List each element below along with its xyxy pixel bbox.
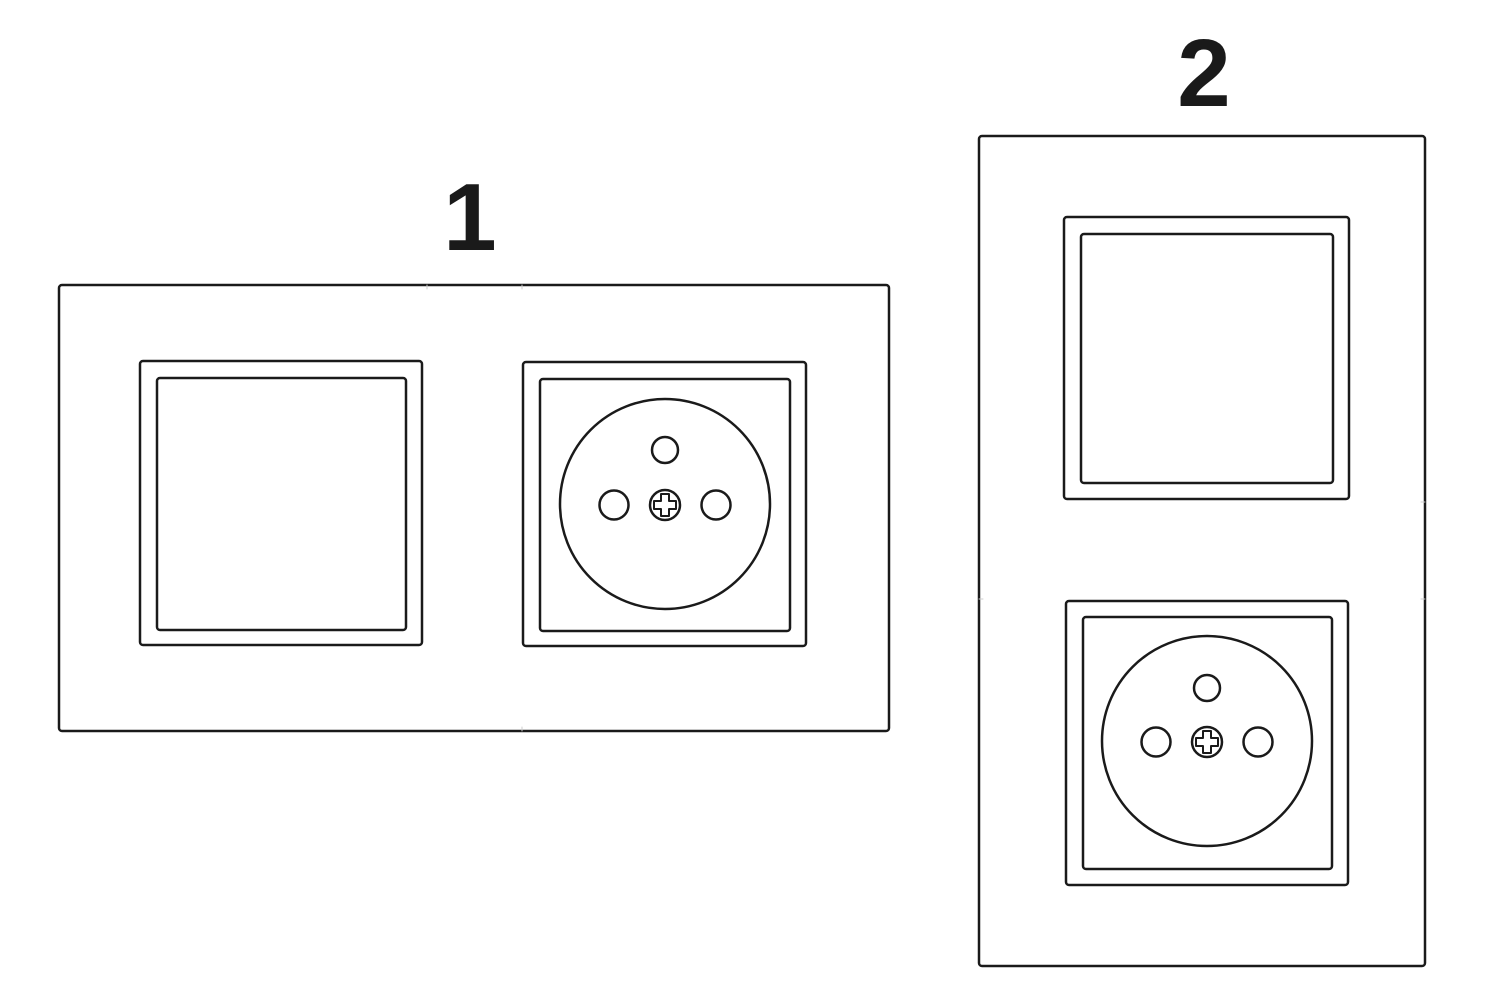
earth-pin xyxy=(1192,673,1222,703)
left-hole xyxy=(1140,726,1172,758)
left-hole xyxy=(598,489,630,521)
right-hole xyxy=(700,489,732,521)
frame-outline xyxy=(57,283,891,733)
socket-face xyxy=(1100,634,1314,848)
socket-inner-square xyxy=(538,377,792,633)
switch-module xyxy=(1062,215,1351,501)
switch-rocker xyxy=(155,376,408,632)
socket-inner-square xyxy=(1081,615,1334,871)
variant-1-label: 1 xyxy=(443,164,497,271)
switch-module xyxy=(138,359,424,647)
socket-module xyxy=(521,360,808,648)
earth-pin xyxy=(650,435,680,465)
frame-outline xyxy=(977,134,1427,968)
horizontal-double-frame xyxy=(57,283,891,733)
right-hole xyxy=(1242,726,1274,758)
socket-outer-square xyxy=(1064,599,1350,887)
switch-outer-square xyxy=(1062,215,1351,501)
switch-rocker xyxy=(1079,232,1335,485)
switch-outer-square xyxy=(138,359,424,647)
socket-outer-square xyxy=(521,360,808,648)
screw-icon xyxy=(1190,725,1224,759)
vertical-double-frame xyxy=(977,134,1427,968)
screw-icon xyxy=(648,488,682,522)
socket-module xyxy=(1064,599,1350,887)
socket-face xyxy=(558,397,772,611)
variant-2-label: 2 xyxy=(1177,20,1231,127)
